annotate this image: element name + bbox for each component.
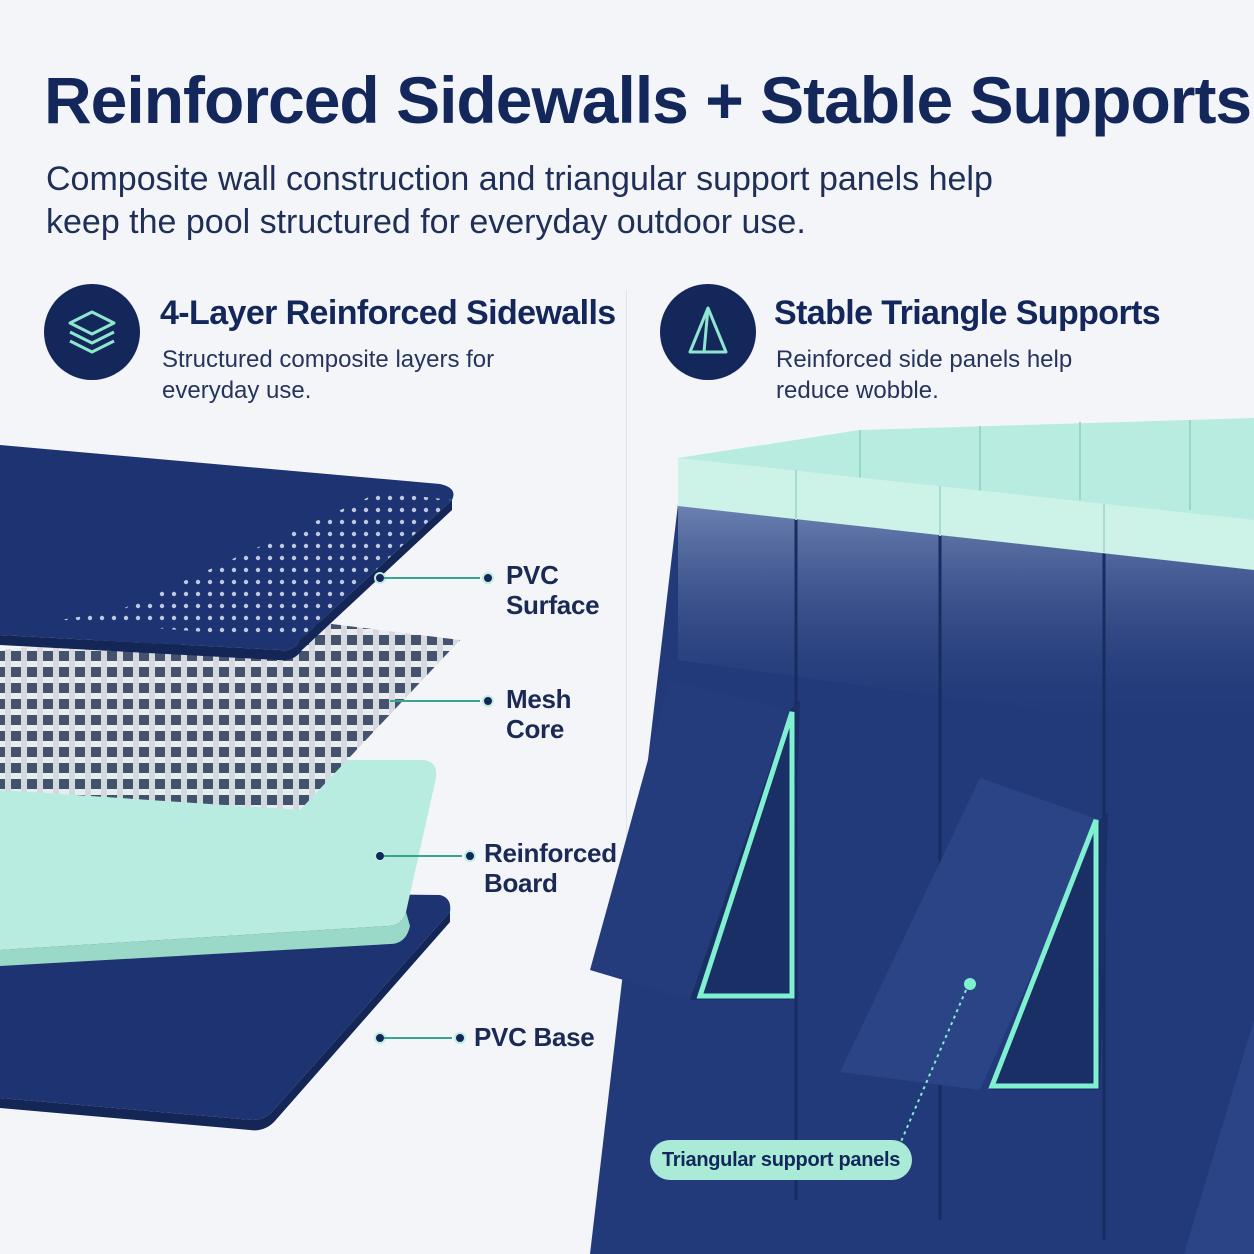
triangle-support-panel [840, 778, 1108, 1090]
callout-dot [454, 1032, 466, 1044]
layer-label-line: Surface [506, 590, 600, 620]
reinforced-board-layer [0, 760, 437, 966]
triangle-support-panel [590, 680, 800, 1000]
callout-line [384, 1037, 452, 1039]
support-panels-label: Triangular support panels [650, 1140, 912, 1180]
layer-label-mesh-core: Mesh Core [506, 684, 572, 744]
feature-description: Reinforced side panels help reduce wobbl… [776, 346, 1073, 404]
triangle-support-icon [660, 284, 756, 380]
layer-label-line: PVC Base [474, 1022, 595, 1052]
layer-label-reinforced-board: Reinforced Board [484, 838, 617, 898]
layer-stack-illustration [0, 445, 460, 1131]
feature-description: Structured composite layers for everyday… [162, 346, 495, 404]
callout-dot [482, 695, 494, 707]
pvc-surface-layer [0, 445, 454, 661]
callout-line [384, 577, 480, 579]
callout-line [390, 700, 480, 702]
pool-wall-illustration [590, 418, 1254, 1254]
callout-dot [464, 850, 476, 862]
page-title: Reinforced Sidewalls + Stable Supports [44, 63, 1252, 137]
callout-line [384, 855, 462, 857]
layer-label-line: Reinforced [484, 838, 617, 868]
page-subtitle: Composite wall construction and triangul… [46, 160, 993, 241]
layer-label-line: Board [484, 868, 558, 898]
callout-dot [482, 572, 494, 584]
layer-label-line: Core [506, 714, 565, 744]
section-divider [626, 290, 627, 1190]
layer-label-line: PVC [506, 560, 559, 590]
layer-label-line: Mesh [506, 684, 572, 714]
layer-label-pvc-base: PVC Base [474, 1022, 595, 1052]
feature-title: 4-Layer Reinforced Sidewalls [160, 294, 616, 332]
mesh-core-layer [0, 620, 460, 810]
feature-title: Stable Triangle Supports [774, 294, 1161, 332]
layers-icon [44, 284, 140, 380]
layer-label-pvc-surface: PVC Surface [506, 560, 600, 620]
